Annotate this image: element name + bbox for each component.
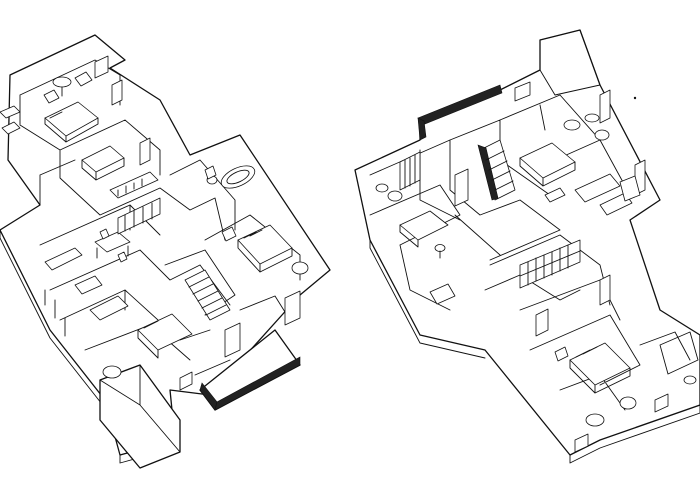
armchair-icon [563, 119, 581, 131]
wardrobe-icon [535, 308, 549, 337]
cabinet-icon [454, 168, 469, 207]
sink-icon [544, 187, 566, 203]
terrace-railing [199, 329, 301, 411]
door-icon [139, 137, 151, 166]
kitchen-counter-icon [44, 247, 83, 271]
armchair-icon [375, 183, 389, 193]
cabinet-row-icon [109, 171, 159, 199]
window-icon [179, 371, 193, 391]
window-icon [574, 433, 589, 453]
table-icon [52, 76, 72, 97]
armchair-icon [387, 190, 403, 202]
armchair-icon [619, 396, 637, 410]
wardrobe-icon [404, 154, 416, 189]
sink-icon [0, 105, 21, 135]
stair-icon [184, 269, 231, 321]
wardrobe-icon [94, 55, 109, 79]
armchair-icon [43, 71, 93, 104]
shelf-icon [117, 197, 161, 235]
balcony-icon [659, 331, 699, 385]
right-tower-block [539, 29, 601, 96]
armchair-icon [594, 129, 610, 141]
bed-icon [399, 210, 449, 248]
sofa-icon [81, 145, 125, 181]
door-icon [284, 290, 301, 326]
stair-icon [477, 139, 516, 201]
bed-icon [237, 224, 293, 273]
sofa-icon [89, 295, 129, 321]
shower-icon [429, 283, 456, 305]
dining-table-icon [94, 228, 131, 263]
wardrobe-icon [224, 322, 241, 358]
bathtub-icon [220, 165, 256, 189]
window-icon [654, 393, 669, 413]
bed-icon [137, 313, 193, 359]
armchair-icon [74, 275, 103, 295]
door-icon [599, 89, 611, 124]
window-icon [44, 289, 66, 337]
door-icon [599, 274, 611, 306]
left-annex-edge [99, 364, 181, 453]
nightstand-icon [554, 346, 569, 362]
nightstand-icon [221, 226, 237, 242]
sofa-icon [574, 173, 641, 216]
right-slab-edge [369, 239, 700, 464]
bed-icon [519, 142, 576, 187]
armchair-icon [585, 413, 605, 427]
table-icon [584, 113, 600, 123]
left-floor-plan [0, 34, 331, 469]
bed-icon [569, 342, 631, 394]
wardrobe-icon [111, 79, 123, 106]
wardrobe-row-icon [519, 239, 581, 289]
toilet-icon [434, 244, 446, 259]
window-icon [514, 81, 531, 102]
stray-mark [633, 96, 637, 100]
toilet-icon [204, 165, 218, 185]
armchair-icon [102, 365, 122, 379]
balcony-railing [417, 84, 503, 141]
armchair-icon [291, 261, 309, 275]
bed-icon [44, 101, 99, 143]
right-floor-plan [354, 29, 700, 464]
